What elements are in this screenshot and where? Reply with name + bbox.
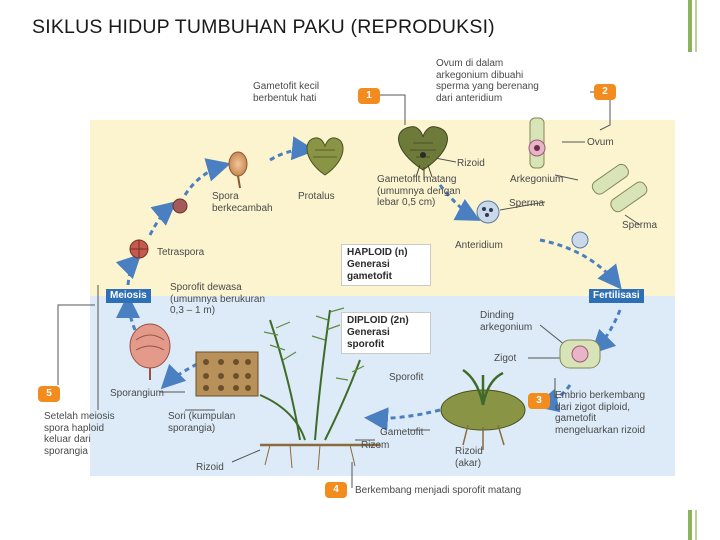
diploid-box: DIPLOID (2n) Generasi sporofit: [341, 312, 431, 354]
haploid-box: HAPLOID (n) Generasi gametofit: [341, 244, 431, 286]
badge-step5: 5: [38, 386, 60, 402]
cycle-arrows: [115, 136, 622, 432]
label-step1: Gametofit kecil berbentuk hati: [253, 81, 320, 104]
callout-sperma: [499, 201, 546, 211]
label-step5: Setelah meiosis spora haploid keluar dar…: [44, 411, 115, 457]
arrow-meiosis-to-tetraspora: [115, 253, 142, 286]
label-gametofit: Gametofit: [380, 427, 424, 438]
haploid-title: HAPLOID (n): [347, 247, 408, 258]
label-sori: Sori (kumpulan sporangia): [168, 411, 236, 434]
tag-meiosis: Meiosis: [106, 289, 151, 303]
callout-dinding: [539, 324, 566, 346]
label-sporofit-dewasa: Sporofit dewasa (umumnya berukuran 0,3 –…: [170, 282, 266, 316]
mature-fern-illustration: [259, 307, 380, 471]
diploid-subtitle: Generasi sporofit: [347, 327, 390, 350]
callout-arkegonium: [554, 174, 579, 181]
label-arkegonium: Arkegonium: [510, 174, 564, 185]
arrow-embryo-to-sporophyte: [364, 407, 441, 432]
protalus-illustration: [306, 137, 344, 176]
arrow-to-fertilisasi: [539, 238, 622, 290]
archegonium-illustration: [528, 117, 546, 169]
label-step4: Berkembang menjadi sporofit matang: [355, 485, 522, 496]
callout-rizoid-top: [434, 157, 457, 163]
badge-step3: 3: [528, 393, 550, 409]
antheridium-illustration: [476, 200, 500, 224]
callout-step1: [380, 94, 406, 125]
decorative-line-bottom-right-thin: [695, 510, 697, 540]
young-sporophyte-illustration: [440, 368, 526, 450]
label-tetraspora: Tetraspora: [157, 247, 205, 258]
label-rizoid-top: Rizoid: [457, 158, 485, 169]
label-step2: Ovum di dalam arkegonium dibuahi sperma …: [436, 58, 539, 104]
arrow-tetraspora-to-spore: [148, 201, 177, 236]
arrow-sporophyte-to-sporangium: [160, 358, 206, 390]
badge-step4: 4: [325, 482, 347, 498]
callout-sperma2: [624, 214, 641, 226]
arrow-spore-to-protalus: [183, 158, 231, 196]
heart-gametophyte-illustration: [398, 126, 448, 180]
decorative-line-bottom-right: [688, 510, 692, 540]
label-ovum: Ovum: [587, 137, 614, 148]
diploid-title: DIPLOID (2n): [347, 315, 409, 326]
label-sporangium: Sporangium: [110, 388, 164, 399]
label-sporofit: Sporofit: [389, 372, 424, 383]
label-sperma-1: Sperma: [509, 198, 545, 209]
callout-rizoid-bottom: [231, 449, 261, 463]
label-rizoid-bottom: Rizoid: [196, 462, 224, 473]
badge-step2: 2: [594, 84, 616, 100]
haploid-subtitle: Generasi gametofit: [347, 259, 392, 282]
arrow-zygote-to-embryo: [534, 384, 572, 413]
label-zigot: Zigot: [494, 353, 517, 364]
zygote-illustration: [559, 339, 601, 369]
label-step3: Embrio berkembang dari zigot diploid, ga…: [555, 390, 646, 436]
sporangium-illustration: [129, 323, 171, 380]
label-rizoid-akar: Rizoid (akar): [455, 446, 483, 469]
label-protalus: Protalus: [298, 191, 335, 202]
badge-step1: 1: [358, 88, 380, 104]
callout-step5: [57, 304, 95, 385]
sori-illustration: [195, 351, 259, 397]
label-rizom: Rizom: [361, 440, 390, 451]
tag-fertilisasi: Fertilisasi: [589, 289, 644, 303]
spore-illustration: [172, 198, 188, 214]
decorative-line-top-right-thin: [695, 0, 697, 52]
page-title: SIKLUS HIDUP TUMBUHAN PAKU (REPRODUKSI): [32, 16, 495, 38]
label-anteridium: Anteridium: [455, 240, 503, 251]
label-dinding-arkegonium: Dinding arkegonium: [480, 310, 533, 333]
arrow-fertilisasi-to-zygote: [590, 309, 622, 355]
arrow-gametophyte-to-antheridium: [438, 184, 481, 221]
germinating-spore-illustration: [228, 151, 248, 189]
decorative-line-top-right: [688, 0, 692, 52]
tetraspora-illustration: [129, 239, 149, 259]
label-sperma-2: Sperma: [622, 220, 658, 231]
sperma-archegonium-illustration: [571, 163, 648, 249]
label-gametofit-matang: Gametofit matang (umumnya dengan lebar 0…: [377, 174, 461, 208]
label-spora-berkecambah: Spora berkecambah: [212, 191, 273, 214]
